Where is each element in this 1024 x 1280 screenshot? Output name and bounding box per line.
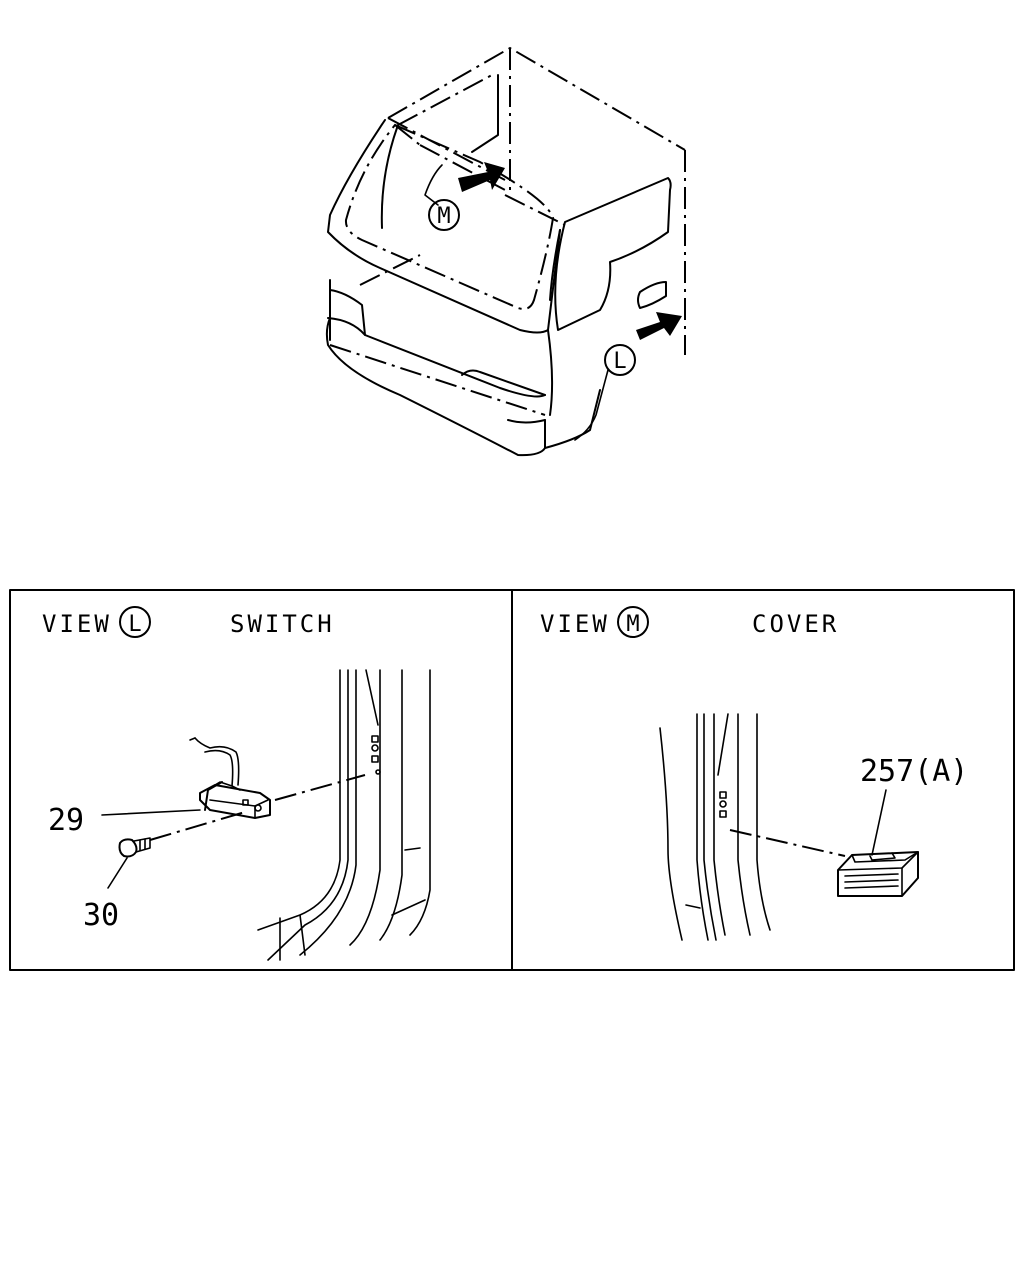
callout-l-label: L	[613, 349, 626, 374]
arrow-view-l-icon	[636, 312, 682, 340]
panel-right-view-letter: M	[626, 612, 639, 637]
part-number-257a: 257(A)	[860, 754, 968, 789]
leader-30	[107, 857, 128, 889]
panel-right-title: COVER	[752, 610, 839, 638]
panel-view-l: VIEW L SWITCH	[42, 606, 431, 961]
switch-part	[189, 737, 271, 819]
cover-part	[837, 851, 919, 897]
panel-left-view-letter: L	[128, 612, 141, 637]
panel-left-title: SWITCH	[230, 610, 335, 638]
leader-29	[101, 809, 201, 816]
panel-left-view-word: VIEW	[42, 610, 112, 638]
callout-m-label: M	[437, 204, 450, 229]
truck-cab-illustration	[325, 46, 686, 457]
mount-line-cover	[729, 829, 846, 857]
panel-right-view-word: VIEW	[540, 610, 610, 638]
part-number-29: 29	[48, 803, 84, 838]
leader-257a	[871, 789, 887, 856]
mount-line-switch	[274, 774, 366, 801]
callout-l: L	[604, 344, 636, 376]
part-number-30: 30	[83, 898, 119, 933]
screw-part	[118, 837, 151, 858]
panel-view-m: VIEW M COVER 257(A)	[540, 606, 968, 941]
callout-m: M	[428, 199, 460, 231]
arrow-view-m-icon	[458, 162, 505, 192]
